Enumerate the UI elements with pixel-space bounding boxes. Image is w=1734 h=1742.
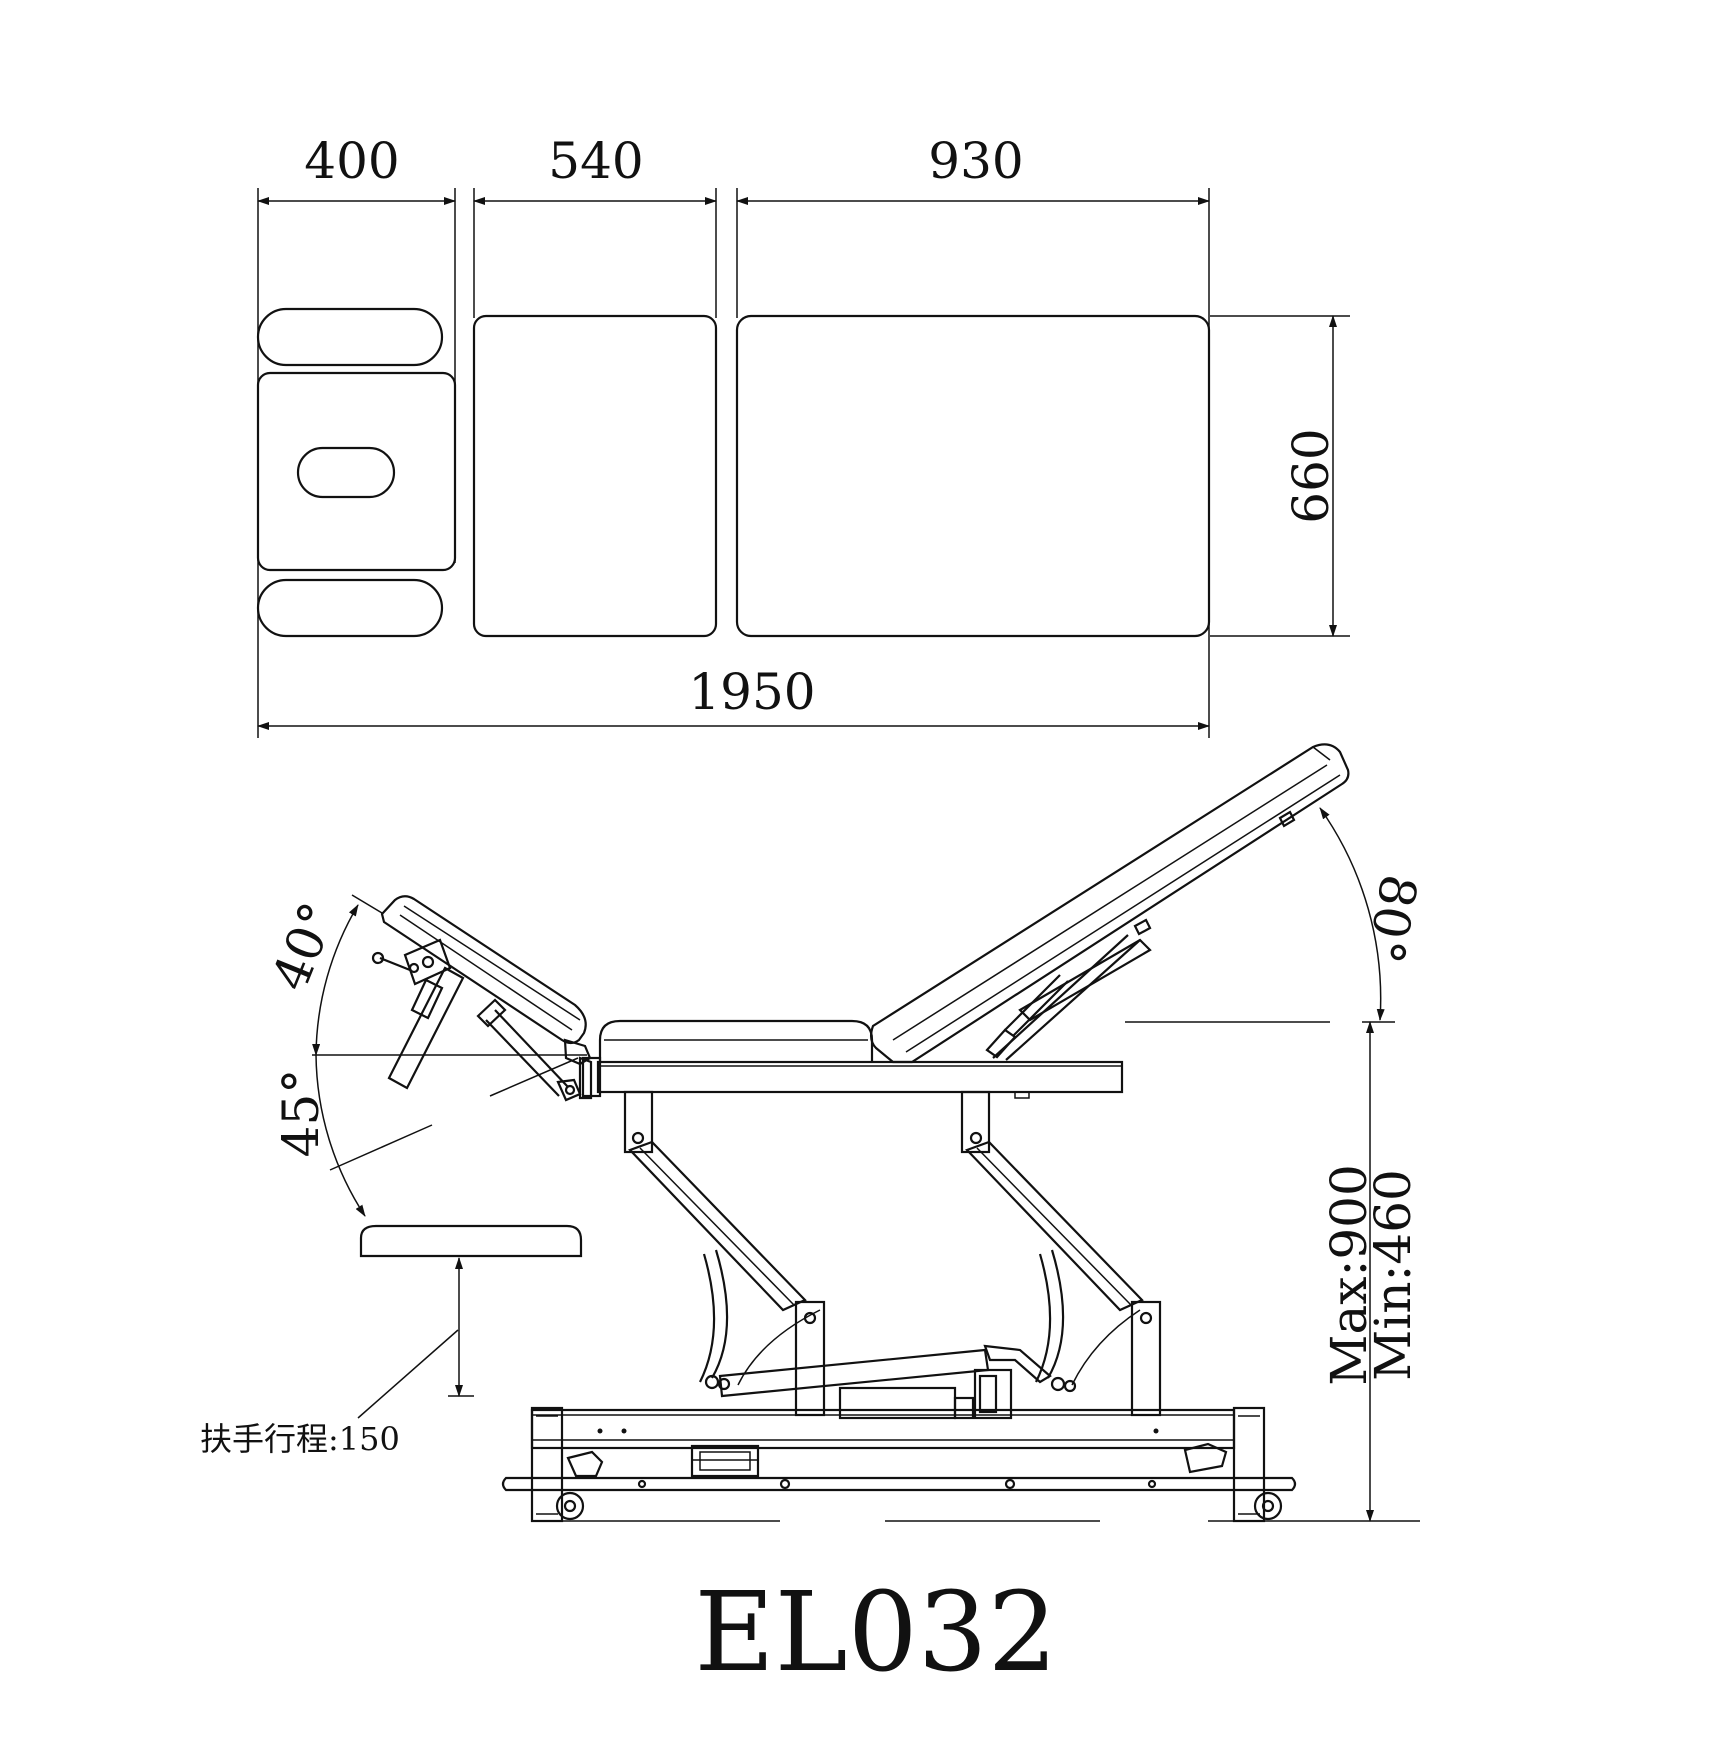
angle-reference: [312, 807, 1395, 1217]
height-min-label: Min:460: [1364, 1169, 1422, 1381]
dim-width: 660: [1282, 428, 1340, 523]
extension-lines: [257, 188, 1350, 738]
base-end-right: [1232, 1406, 1266, 1523]
armrest-pad: [359, 1224, 583, 1258]
backrest-pad: [869, 743, 1350, 1064]
angle-head-down-label: 45°: [272, 1069, 330, 1158]
angle-backrest-label: 80°: [1355, 870, 1428, 967]
post-right: [1130, 1300, 1162, 1417]
dimension-lines: [257, 197, 1337, 730]
head-armrest-pad-lower: [256, 578, 444, 638]
bottom-rail: [501, 1476, 1297, 1492]
base-frame: [501, 1406, 1297, 1523]
actuator-motor: [838, 1386, 957, 1420]
post-left: [794, 1300, 826, 1417]
armrest: [357, 1224, 583, 1419]
wheel-left: [555, 1491, 585, 1521]
face-hole: [296, 446, 396, 499]
wheel-right: [1253, 1491, 1283, 1521]
model-name: EL032: [694, 1568, 1057, 1696]
backrest: [869, 743, 1350, 1064]
head-armrest-pad-upper: [256, 307, 444, 367]
main-frame-beam: [596, 1060, 1124, 1094]
head-section: [371, 895, 593, 1102]
top-view: 400 540 930 1950 660: [256, 132, 1350, 738]
control-box: [690, 1444, 760, 1478]
lifting-mechanism: [623, 1090, 1162, 1420]
dim-head-length: 400: [304, 132, 399, 190]
side-view: 40° 45° 80° 扶手行程:150: [200, 743, 1428, 1523]
angle-head-up-label: 40°: [261, 895, 348, 999]
armrest-travel-label: 扶手行程:150: [200, 1420, 400, 1458]
middle-section-pad: [472, 314, 718, 638]
foot-section-pad: [735, 314, 1211, 638]
dim-total-length: 1950: [688, 663, 815, 721]
table-frame: [581, 1019, 1124, 1099]
bracket-right: [960, 1090, 991, 1154]
dim-foot-length: 930: [928, 132, 1023, 190]
seat-pad: [598, 1019, 874, 1062]
head-pad: [256, 371, 457, 572]
height-max-label: Max:900: [1320, 1164, 1378, 1385]
head-section-pad: [380, 895, 587, 1045]
dim-middle-length: 540: [548, 132, 643, 190]
bracket-left: [623, 1090, 654, 1154]
